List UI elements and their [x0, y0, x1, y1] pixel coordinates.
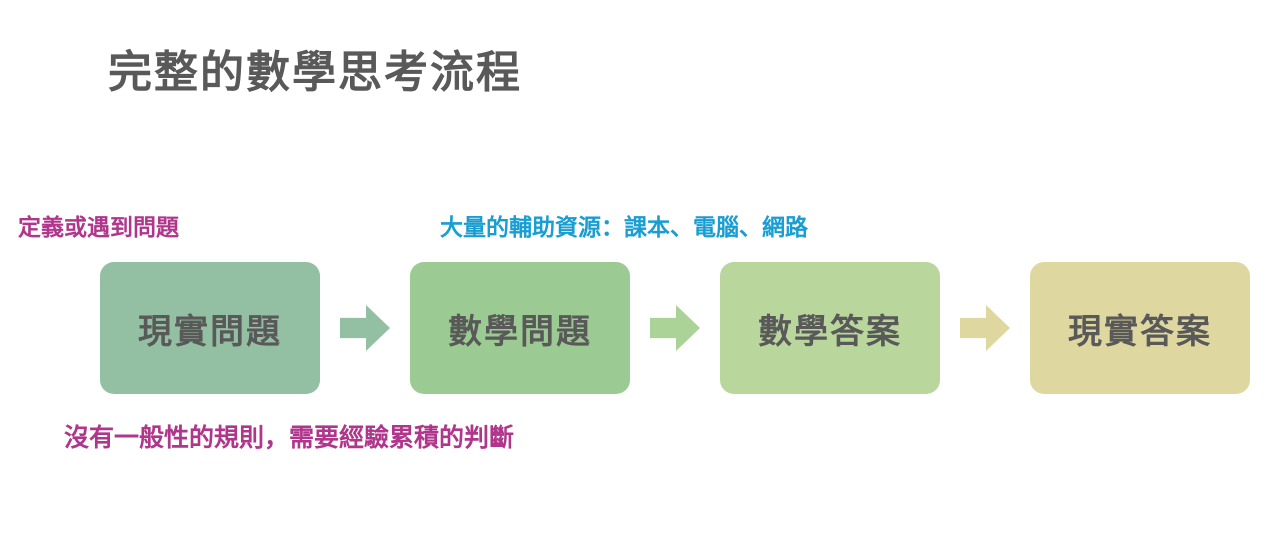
flow-box-math-answer: 數學答案 — [720, 262, 940, 394]
flow-box-math-answer-label: 數學答案 — [758, 311, 902, 352]
annotation-experience-judgement: 沒有一般性的規則，需要經驗累積的判斷 — [64, 423, 515, 452]
arrow-right-icon-1 — [340, 305, 390, 351]
flow-box-real-problem-label: 現實問題 — [138, 311, 282, 352]
flow-box-real-problem: 現實問題 — [100, 262, 320, 394]
flow-box-math-problem: 數學問題 — [410, 262, 630, 394]
annotation-define-problem: 定義或遇到問題 — [18, 215, 179, 241]
flow-box-math-problem-label: 數學問題 — [448, 311, 592, 352]
annotation-auxiliary-resources: 大量的輔助資源：課本、電腦、網路 — [440, 215, 808, 241]
flow-box-real-answer: 現實答案 — [1030, 262, 1250, 394]
arrow-right-icon-2 — [650, 305, 700, 351]
flow-box-real-answer-label: 現實答案 — [1068, 311, 1212, 352]
page-title: 完整的數學思考流程 — [108, 47, 522, 98]
flow-diagram: 現實問題 數學問題 數學答案 現實答案 — [100, 262, 1252, 394]
arrow-right-icon-3 — [960, 305, 1010, 351]
